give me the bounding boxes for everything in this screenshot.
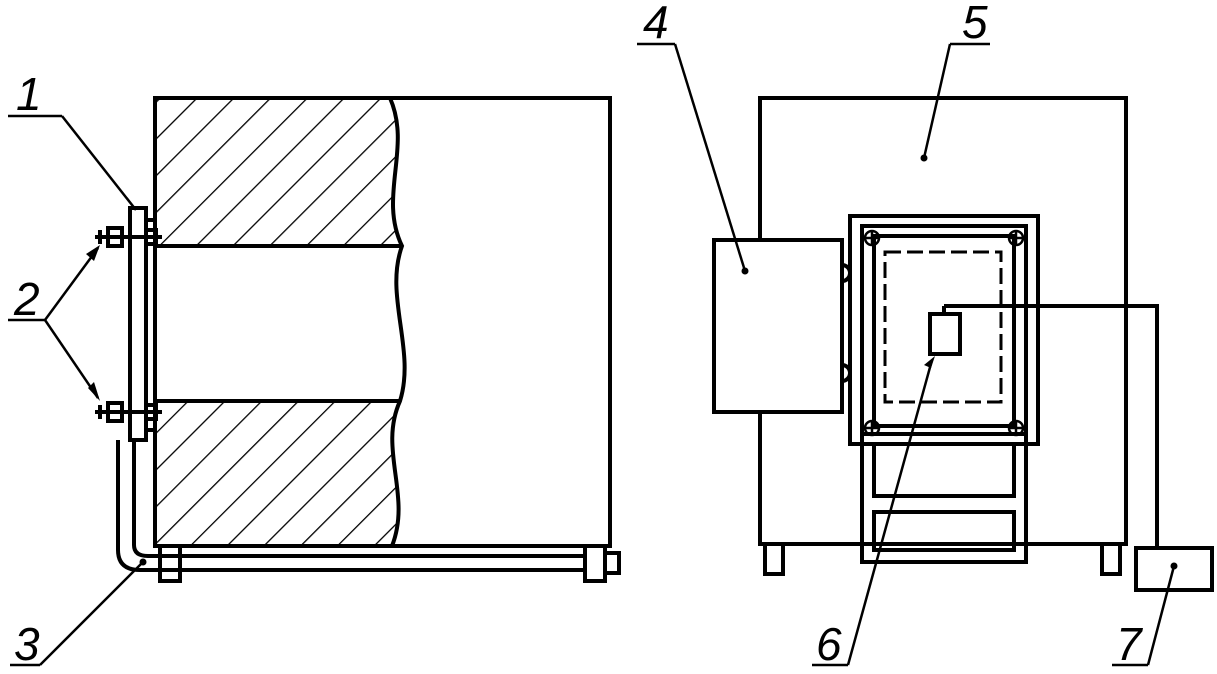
callout-3: 3 [14, 618, 40, 670]
panel-lower [872, 510, 1016, 552]
arrowheads [86, 154, 1178, 570]
leader-lines [8, 42, 1176, 667]
hatch-upper [155, 100, 402, 245]
door-plate [128, 206, 148, 442]
callout-6: 6 [816, 618, 842, 670]
furnace-body-left [153, 96, 612, 548]
break-line [388, 97, 407, 547]
hatch-lower [155, 403, 400, 545]
panel-upper [872, 442, 1016, 498]
door-frame-outer [848, 214, 1040, 446]
control-box [712, 238, 844, 414]
sensor [928, 312, 962, 356]
left-view-section [95, 96, 621, 583]
pipe [116, 440, 585, 572]
callout-7: 7 [1116, 618, 1143, 670]
base-frame [860, 432, 1028, 564]
door-window-dashed [883, 250, 1003, 404]
door-window [872, 234, 1016, 428]
door-screws [863, 229, 1025, 437]
foot-left [158, 544, 182, 583]
upper-bolt [95, 226, 162, 248]
callout-1: 1 [16, 68, 42, 120]
leg-left [763, 542, 785, 576]
foot-right [583, 544, 607, 583]
leg-right [1100, 542, 1122, 576]
callout-5: 5 [962, 0, 988, 48]
recorder-box [1134, 546, 1214, 592]
foot-right-cap [603, 551, 621, 575]
callout-2: 2 [13, 273, 40, 325]
right-view-front [712, 96, 1214, 592]
callout-4: 4 [643, 0, 669, 48]
sensor-cable [944, 304, 1159, 548]
lower-bolt [95, 401, 162, 423]
pipe-inner [132, 440, 585, 558]
